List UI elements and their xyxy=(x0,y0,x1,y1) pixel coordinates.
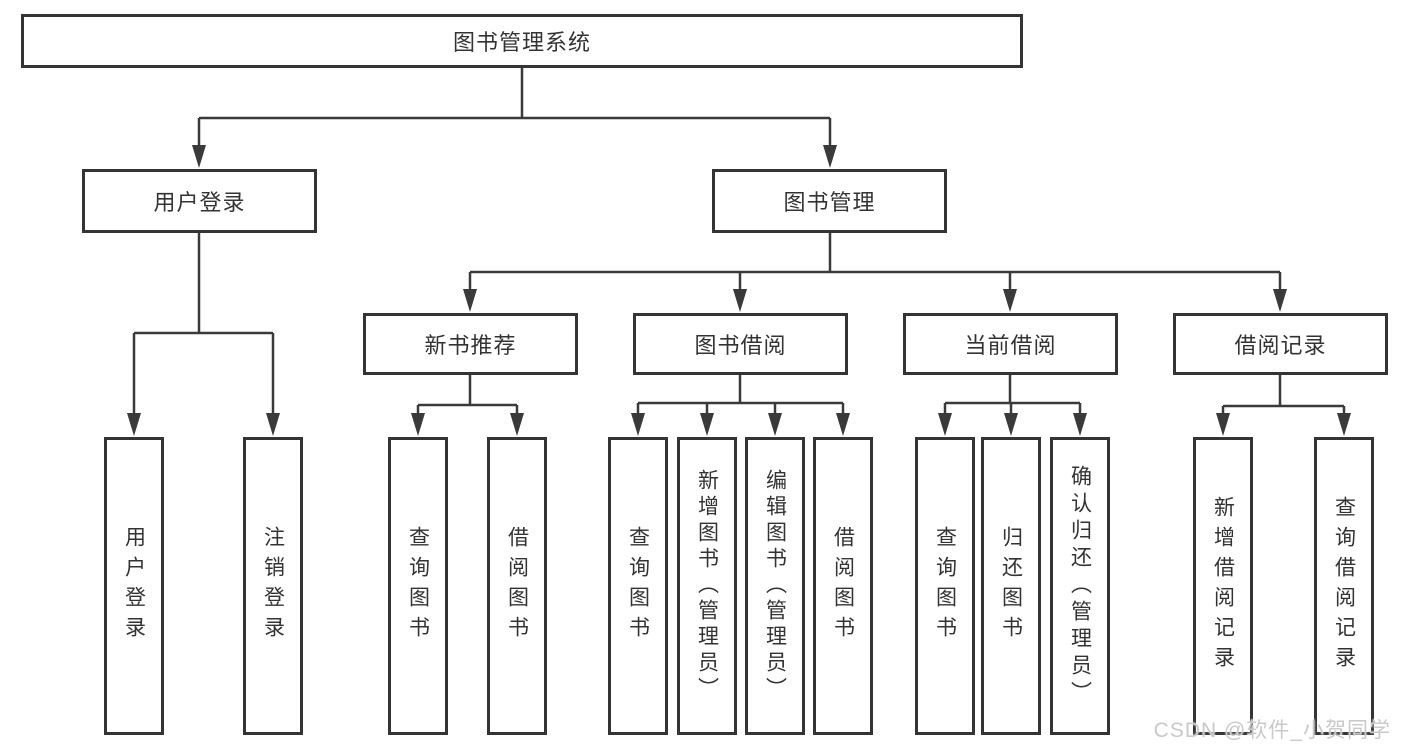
leaf-label: 借阅图书 xyxy=(831,526,855,646)
leaf-label: 确认归还（管理员） xyxy=(1068,464,1092,708)
csdn-watermark: CSDN @软件_小贺同学 xyxy=(1153,719,1391,742)
leaf-add-borrow-record: 新增借阅记录 xyxy=(1193,437,1253,735)
node-current-borrowing: 当前借阅 xyxy=(903,313,1118,375)
leaf-label: 新增借阅记录 xyxy=(1211,496,1235,676)
leaf-label: 新增图书（管理员） xyxy=(695,469,719,703)
node-borrowing-records: 借阅记录 xyxy=(1173,313,1388,375)
leaf-user-login: 用户登录 xyxy=(104,437,164,735)
leaf-query-books-borrow: 查询图书 xyxy=(608,437,668,735)
leaf-label: 查询图书 xyxy=(933,526,957,646)
leaf-return-books: 归还图书 xyxy=(981,437,1041,735)
leaf-edit-books-admin: 编辑图书（管理员） xyxy=(745,437,805,735)
node-book-borrowing: 图书借阅 xyxy=(633,313,848,375)
leaf-query-books-current: 查询图书 xyxy=(915,437,975,735)
arrowheads xyxy=(127,145,1351,436)
node-book-management: 图书管理 xyxy=(712,169,947,233)
node-new-book-recommend: 新书推荐 xyxy=(363,313,578,375)
node-library-system: 图书管理系统 xyxy=(21,14,1023,68)
leaf-add-books-admin: 新增图书（管理员） xyxy=(677,437,737,735)
node-user-login: 用户登录 xyxy=(82,169,317,233)
leaf-label: 查询图书 xyxy=(626,526,650,646)
leaf-label: 借阅图书 xyxy=(505,526,529,646)
leaf-label: 查询图书 xyxy=(406,526,430,646)
leaf-label: 归还图书 xyxy=(999,526,1023,646)
leaf-query-books-recommend: 查询图书 xyxy=(388,437,448,735)
leaf-label: 用户登录 xyxy=(122,526,146,646)
leaf-label: 注销登录 xyxy=(261,526,285,646)
leaf-label: 查询借阅记录 xyxy=(1332,496,1356,676)
leaf-query-borrow-record: 查询借阅记录 xyxy=(1314,437,1374,735)
leaf-borrow-books-recommend: 借阅图书 xyxy=(487,437,547,735)
leaf-borrow-books: 借阅图书 xyxy=(813,437,873,735)
leaf-confirm-return-admin: 确认归还（管理员） xyxy=(1050,437,1110,735)
leaf-logout: 注销登录 xyxy=(243,437,303,735)
leaf-label: 编辑图书（管理员） xyxy=(763,469,787,703)
